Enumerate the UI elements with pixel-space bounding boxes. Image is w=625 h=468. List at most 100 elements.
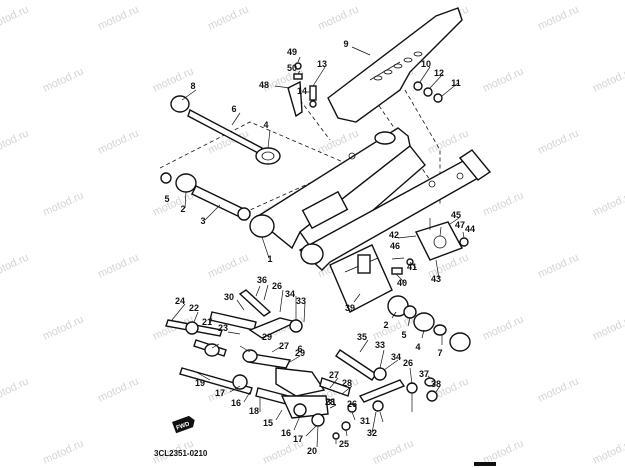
callout-20: 20 xyxy=(307,446,317,456)
callout-35: 35 xyxy=(357,332,367,342)
watermark-text: motod.ru xyxy=(0,3,31,32)
front-badge-label: FWD xyxy=(176,421,192,432)
bushings-right xyxy=(387,295,471,352)
callout-29-alt1: 29 xyxy=(295,348,305,358)
callout-3: 3 xyxy=(200,216,205,226)
watermark-text: motod.ru xyxy=(0,251,31,280)
watermark-text: motod.ru xyxy=(316,127,360,156)
callout-27: 27 xyxy=(279,341,289,351)
callout-31: 31 xyxy=(360,416,370,426)
callout-26-alt1: 26 xyxy=(347,399,357,409)
callout-41: 41 xyxy=(407,262,417,272)
watermark-text: motod.ru xyxy=(536,375,580,404)
callout-30: 30 xyxy=(224,292,234,302)
callout-34: 34 xyxy=(285,289,295,299)
callout-28-alt1: 28 xyxy=(325,397,335,407)
watermark-text: motod.ru xyxy=(536,251,580,280)
callout-21: 21 xyxy=(202,317,212,327)
watermark-text: motod.ru xyxy=(591,313,625,342)
callout-31-alt1: 31 xyxy=(326,397,336,407)
drawing-code: 3CL2351-0210 xyxy=(154,449,208,458)
callout-4-alt1: 4 xyxy=(415,342,420,352)
callout-49: 49 xyxy=(287,47,297,57)
callout-28: 28 xyxy=(342,378,352,388)
callout-24: 24 xyxy=(175,296,185,306)
right-lower-rod xyxy=(335,349,438,412)
watermark-text: motod.ru xyxy=(591,189,625,218)
watermark-text: motod.ru xyxy=(206,251,250,280)
callout-19: 19 xyxy=(195,378,205,388)
callout-47: 47 xyxy=(455,220,465,230)
brake-bracket xyxy=(391,221,469,275)
page-corner-mark xyxy=(474,462,496,466)
callout-16-alt1: 16 xyxy=(231,398,241,408)
callout-44: 44 xyxy=(465,224,475,234)
callout-32: 32 xyxy=(367,428,377,438)
callout-29: 29 xyxy=(262,332,272,342)
chain-guard xyxy=(327,7,463,123)
linkage-bracket xyxy=(329,244,393,313)
watermark-text: motod.ru xyxy=(536,3,580,32)
top-bracket-hardware xyxy=(287,62,317,118)
callout-6-alt1: 6 xyxy=(297,344,302,354)
leader-lines xyxy=(171,46,465,448)
callout-42: 42 xyxy=(389,230,399,240)
watermark-text: motod.ru xyxy=(591,437,625,466)
watermark-text: motod.ru xyxy=(41,189,85,218)
watermark-text: motod.ru xyxy=(481,313,525,342)
callout-2-alt1: 2 xyxy=(383,320,388,330)
callout-48: 48 xyxy=(259,80,269,90)
watermark-text: motod.ru xyxy=(0,375,31,404)
callout-12: 12 xyxy=(434,68,444,78)
callout-9: 9 xyxy=(343,39,348,49)
watermark-text: motod.ru xyxy=(481,65,525,94)
watermark-text: motod.ru xyxy=(0,127,31,156)
callout-11: 11 xyxy=(451,78,461,88)
callout-33-alt1: 33 xyxy=(375,340,385,350)
pivot-shaft-group xyxy=(170,95,281,165)
watermark-text: motod.ru xyxy=(96,251,140,280)
swingarm xyxy=(249,127,492,271)
callout-23: 23 xyxy=(218,323,228,333)
callout-37: 37 xyxy=(419,369,429,379)
callout-5: 5 xyxy=(164,194,169,204)
callout-45: 45 xyxy=(451,210,461,220)
callout-38: 38 xyxy=(431,379,441,389)
watermark-text: motod.ru xyxy=(591,65,625,94)
callout-16: 16 xyxy=(281,428,291,438)
callout-1: 1 xyxy=(267,254,272,264)
callout-27-alt1: 27 xyxy=(329,370,339,380)
watermark-text: motod.ru xyxy=(96,3,140,32)
callout-5-alt1: 5 xyxy=(401,330,406,340)
callout-43: 43 xyxy=(431,274,441,284)
callout-17-alt1: 17 xyxy=(293,434,303,444)
callout-33: 33 xyxy=(296,296,306,306)
callout-26-alt2: 26 xyxy=(403,358,413,368)
callout-36: 36 xyxy=(257,275,267,285)
callout-15: 15 xyxy=(263,418,273,428)
callout-2: 2 xyxy=(180,204,185,214)
watermark-text: motod.ru xyxy=(151,65,195,94)
callout-25: 25 xyxy=(339,439,349,449)
pivot-bushings-left xyxy=(160,172,251,221)
lower-linkage xyxy=(165,289,357,440)
callout-10: 10 xyxy=(421,59,431,69)
callout-50: 50 xyxy=(287,63,297,73)
watermark-text: motod.ru xyxy=(96,127,140,156)
callout-6: 6 xyxy=(231,104,236,114)
watermark-text: motod.ru xyxy=(481,189,525,218)
callout-34-alt1: 34 xyxy=(391,352,401,362)
right-fasteners xyxy=(413,81,443,103)
watermark-text: motod.ru xyxy=(41,313,85,342)
watermark-text: motod.ru xyxy=(151,189,195,218)
callout-17: 17 xyxy=(215,388,225,398)
callout-46: 46 xyxy=(390,241,400,251)
callout-8: 8 xyxy=(190,81,195,91)
watermark-text: motod.ru xyxy=(41,65,85,94)
callout-22: 22 xyxy=(189,303,199,313)
callout-4: 4 xyxy=(263,120,268,130)
watermark-text: motod.ru xyxy=(316,3,360,32)
callout-13: 13 xyxy=(317,59,327,69)
watermark-text: motod.ru xyxy=(371,437,415,466)
